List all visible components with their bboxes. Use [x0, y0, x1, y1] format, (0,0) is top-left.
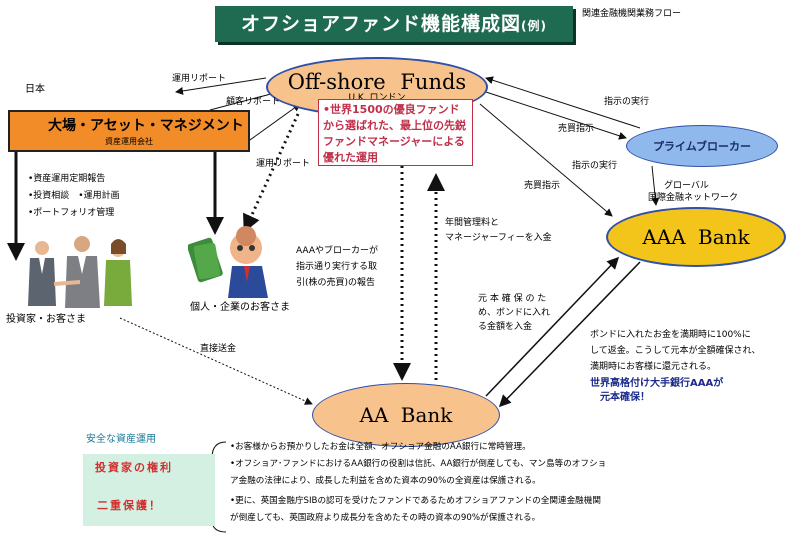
- label-aaa-report-1: AAAやブローカーが: [296, 246, 378, 256]
- guarantee-line-1: 世界高格付け大手銀行AAAが: [590, 378, 724, 389]
- corp-customer-illustration: [188, 226, 268, 298]
- service-item-3: •ポートフォリオ管理: [28, 208, 115, 218]
- note-line-5: が倒産しても、英国政府より成長分を含めたその時の資本の90%が保護される。: [230, 513, 541, 523]
- label-fees-1: 年間管理料と: [445, 218, 500, 228]
- fund-claim-box: •世界1500の優良ファンドから選ばれた、最上位の先鋭ファンドマネージャーによる…: [318, 99, 473, 166]
- arrow-baibai-2: [479, 103, 613, 217]
- service-item-1: •資産運用定期報告: [28, 174, 106, 184]
- note-line-3: ア金融の法律により、成長した利益を含めた資本の90%の全資産は保護される。: [230, 476, 541, 486]
- arrow-baibai-1: [485, 91, 627, 140]
- investors-label: 投資家・お客さま: [6, 314, 86, 325]
- arrow-unyo-report-1: [175, 77, 267, 95]
- label-unyo-report-2: 運用リポート: [256, 159, 311, 169]
- arrow-aaa-to-aa: [498, 261, 641, 408]
- title-text: オフショアファンド機能構成図: [241, 13, 522, 35]
- bond-text-1: ボンドに入れたお金を満期時に100%に: [590, 330, 751, 340]
- investors-illustration: [28, 236, 132, 308]
- label-aaa-report-3: 引(株の売買)の報告: [296, 278, 376, 288]
- label-principal-1: 元 本 確 保 の た: [478, 294, 547, 304]
- offshore-name: Off-shore Funds: [287, 70, 467, 94]
- label-aaa-report-2: 指示通り実行する取: [296, 262, 378, 272]
- note-line-4: •更に、英国金融庁SIBの認可を受けたファンドであるためオフショアファンドの全関…: [230, 496, 601, 506]
- ohba-asset-management-node: 大場・アセット・マネジメント 資産運用会社: [8, 110, 250, 152]
- arrow-aa-to-aaa: [485, 256, 620, 397]
- service-item-2: •投資相談 •運用計画: [28, 191, 120, 201]
- safe-asset-label: 安全な資産運用: [86, 434, 156, 445]
- header-note: 関連金融機関業務フロー: [582, 9, 682, 19]
- label-baibai-shiji-1: 売買指示: [558, 124, 595, 134]
- arrow-shiji-jikko-2: [651, 165, 660, 206]
- label-kokyaku-report: 顧客リポート: [226, 97, 281, 107]
- aaa-network-label-2: 国際金融ネットワーク: [648, 193, 739, 203]
- ohba-subtitle: 資産運用会社: [105, 137, 153, 146]
- ohba-name: 大場・アセット・マネジメント: [48, 118, 244, 134]
- aaa-bank-node: AAA Bank: [606, 207, 786, 267]
- label-shiji-jikko-1: 指示の実行: [604, 97, 650, 107]
- protection-panel: 投資家の権利 二重保護！: [83, 454, 215, 526]
- page-title: オフショアファンド機能構成図(例): [215, 6, 573, 42]
- label-unyo-report-1: 運用リポート: [172, 74, 227, 84]
- label-fees-2: マネージャーフィーを入金: [445, 233, 552, 243]
- prime-broker-node: プライムブローカー: [626, 125, 778, 167]
- aaa-network-label-1: グローバル: [664, 181, 709, 191]
- protection-line-2: 二重保護！: [97, 499, 162, 512]
- offshore-location: U.K. ロンドン: [348, 93, 406, 103]
- bond-text-2: して返金。こうして元本が全額確保され、: [590, 346, 761, 356]
- bond-text-3: 満期時にお客様に還元される。: [590, 362, 717, 372]
- guarantee-line-2: 元本確保！: [600, 392, 650, 403]
- note-line-1: •お客様からお預かりしたお金は全額、オフショア金融のAA銀行に常時管理。: [230, 442, 531, 452]
- label-principal-2: め、ボンドに入れ: [478, 308, 551, 318]
- label-principal-3: る金額を入金: [478, 322, 533, 332]
- arrow-direct-transfer: [119, 317, 313, 405]
- corp-customer-label: 個人・企業のお客さま: [190, 302, 290, 313]
- arrow-shiji-jikko-1: [485, 76, 641, 129]
- aa-bank-node: AA Bank: [312, 383, 500, 447]
- arrow-offshore-to-corp: [243, 113, 300, 233]
- label-direct-transfer: 直接送金: [200, 344, 237, 354]
- label-baibai-shiji-2: 売買指示: [524, 181, 561, 191]
- protection-line-1: 投資家の権利: [95, 461, 173, 474]
- title-suffix: (例): [521, 19, 547, 33]
- japan-label: 日本: [25, 84, 45, 95]
- note-line-2: •オフショア･ファンドにおけるAA銀行の役割は信託、AA銀行が倒産しても、マン島…: [230, 459, 607, 469]
- label-shiji-jikko-2: 指示の実行: [572, 161, 618, 171]
